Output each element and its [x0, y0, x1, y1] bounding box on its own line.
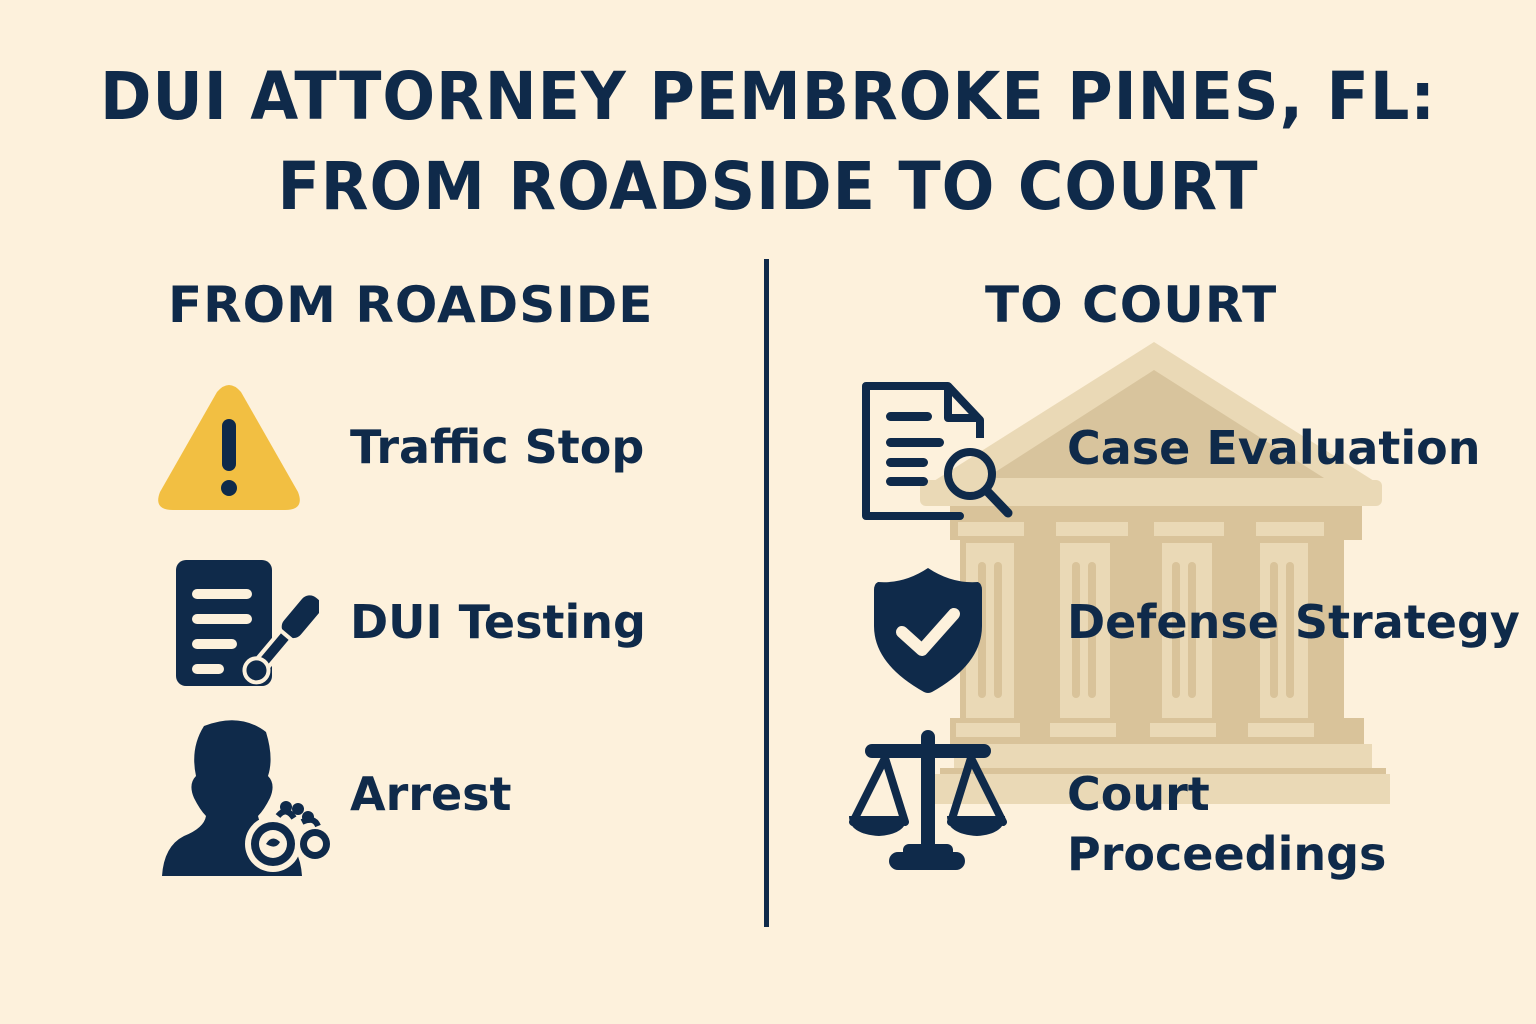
title-line-2: FROM ROADSIDE TO COURT: [277, 148, 1259, 225]
person-handcuffs-icon: [162, 720, 335, 876]
column-divider: [764, 259, 769, 927]
item-dui-testing: DUI Testing: [350, 595, 646, 649]
item-court-proceedings-line2: Proceedings: [1067, 827, 1387, 881]
scales-of-justice-icon: [849, 730, 1007, 870]
warning-triangle-icon: [158, 385, 300, 510]
left-column-heading: FROM ROADSIDE: [168, 276, 654, 334]
shield-check-icon: [874, 568, 982, 693]
right-column-heading: TO COURT: [985, 276, 1278, 334]
item-arrest: Arrest: [350, 767, 512, 821]
courthouse-icon: [920, 342, 1390, 804]
item-defense-strategy: Defense Strategy: [1067, 595, 1520, 649]
title-line-1: DUI ATTORNEY PEMBROKE PINES, FL:: [99, 58, 1437, 135]
item-traffic-stop: Traffic Stop: [350, 420, 645, 474]
document-search-icon: [862, 382, 1013, 520]
item-case-evaluation: Case Evaluation: [1067, 421, 1481, 475]
page-title: DUI ATTORNEY PEMBROKE PINES, FL: FROM RO…: [46, 52, 1490, 232]
document-pen-icon: [176, 560, 319, 686]
item-court-proceedings-line1: Court: [1067, 767, 1210, 821]
item-court-proceedings: Court Proceedings: [1067, 764, 1386, 884]
